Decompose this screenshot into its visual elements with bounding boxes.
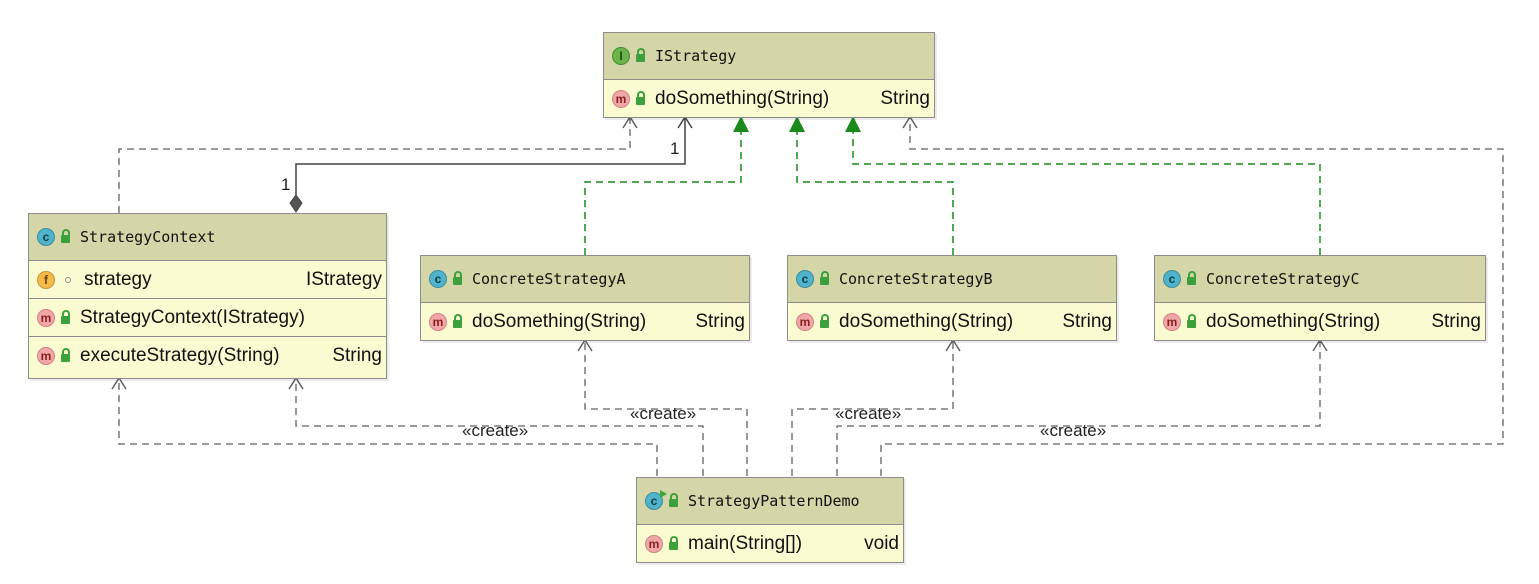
strategy-context-header: c StrategyContext [29,214,386,261]
istrategy-header: I IStrategy [604,33,934,80]
concrete-strategy-c-header: c ConcreteStrategyC [1155,256,1485,303]
strategy-pattern-demo-title: StrategyPatternDemo [688,492,860,510]
istrategy-title: IStrategy [655,47,737,65]
method-return-type: String [695,311,745,332]
public-lock-icon [669,536,678,550]
istrategy-node[interactable]: I IStrategy m doSomething(String) String [603,32,935,118]
dependency-demo-to-istrategy [880,117,1504,476]
method-name: StrategyContext(IStrategy) [80,306,305,328]
field-icon: f [37,270,55,289]
public-lock-icon [61,348,70,362]
method-name: executeStrategy(String) [80,345,280,366]
dependency-demo-to-context-1 [118,378,658,476]
public-lock-icon [820,314,829,328]
interface-icon: I [612,47,630,65]
method-return-type: String [880,88,930,109]
dependency-demo-to-b [791,340,954,476]
strategy-context-title: StrategyContext [80,228,216,246]
concrete-strategy-b-method-row: m doSomething(String) String [788,303,1116,341]
class-icon: c [1163,270,1181,288]
public-lock-icon [636,48,645,62]
realization-arrowhead-c [845,116,861,132]
create-label-b: «create» [835,404,902,423]
method-icon: m [429,313,447,331]
class-icon: c [37,228,55,246]
dependency-context-to-istrategy [118,117,631,213]
method-icon: m [612,90,630,108]
create-label-a: «create» [630,404,697,423]
dependency-edges [118,117,1504,476]
strategy-pattern-demo-node[interactable]: c StrategyPatternDemo m main(String[]) v… [636,477,904,563]
dependency-demo-to-context-2 [295,378,704,476]
method-return-type: String [332,345,382,366]
method-name: doSomething(String) [472,311,647,332]
public-lock-icon [1187,314,1196,328]
method-name: doSomething(String) [655,88,830,109]
public-lock-icon [453,314,462,328]
method-name: doSomething(String) [839,311,1014,332]
method-name: main(String[]) [688,533,803,554]
realization-edge-b [796,128,954,255]
method-icon: m [796,313,814,331]
public-lock-icon [61,229,70,243]
runnable-class-icon: c [645,490,667,510]
method-return-type: String [1062,311,1112,332]
field-name: strategy [84,268,152,290]
realization-arrowhead-a [733,116,749,132]
concrete-strategy-a-title: ConcreteStrategyA [472,270,626,288]
concrete-strategy-c-method-row: m doSomething(String) String [1155,303,1485,341]
realization-edge-c [852,128,1321,255]
realization-edge-a [584,128,742,255]
public-lock-icon [453,271,462,285]
strategy-context-constructor-row: m StrategyContext(IStrategy) [29,299,386,337]
class-icon: c [429,270,447,288]
strategy-pattern-demo-method-row: m main(String[]) void [637,525,903,563]
strategy-context-node[interactable]: c StrategyContext f strategy IStrategy m… [28,213,387,379]
method-return-type: String [1431,311,1481,332]
dependency-demo-to-c [836,340,1321,476]
concrete-strategy-b-header: c ConcreteStrategyB [788,256,1116,303]
aggregation-edge [289,115,693,213]
public-lock-icon [636,91,645,105]
concrete-strategy-b-title: ConcreteStrategyB [839,270,993,288]
field-type: IStrategy [305,268,382,290]
method-icon: m [37,347,55,365]
concrete-strategy-c-node[interactable]: c ConcreteStrategyC m doSomething(String… [1154,255,1486,341]
concrete-strategy-b-node[interactable]: c ConcreteStrategyB m doSomething(String… [787,255,1117,341]
strategy-context-field-row: f strategy IStrategy [29,261,386,299]
dependency-demo-to-a [584,340,748,476]
create-label-context: «create» [462,421,529,440]
method-icon: m [1163,313,1181,331]
public-lock-icon [61,309,70,324]
public-lock-icon [820,271,829,285]
method-name: doSomething(String) [1206,311,1381,332]
aggregation-diamond [289,194,303,213]
strategy-context-method-row: m executeStrategy(String) String [29,337,386,375]
multiplicity-source-label: 1 [281,175,291,194]
method-return-type: void [864,533,899,554]
static-method-icon: m [645,535,663,553]
istrategy-method-row: m doSomething(String) String [604,80,934,118]
public-lock-icon [1187,271,1196,285]
concrete-strategy-a-node[interactable]: c ConcreteStrategyA m doSomething(String… [420,255,750,341]
multiplicity-target-label: 1 [670,139,680,158]
class-icon: c [796,270,814,288]
concrete-strategy-c-title: ConcreteStrategyC [1206,270,1360,288]
strategy-pattern-demo-header: c StrategyPatternDemo [637,478,903,525]
realization-arrowhead-b [789,116,805,132]
concrete-strategy-a-header: c ConcreteStrategyA [421,256,749,303]
realization-edges [584,128,1321,255]
method-icon: m [37,308,55,327]
package-private-icon [65,276,71,283]
concrete-strategy-a-method-row: m doSomething(String) String [421,303,749,341]
create-label-c: «create» [1040,421,1107,440]
public-lock-icon [669,493,678,507]
realization-arrowheads [733,116,861,132]
